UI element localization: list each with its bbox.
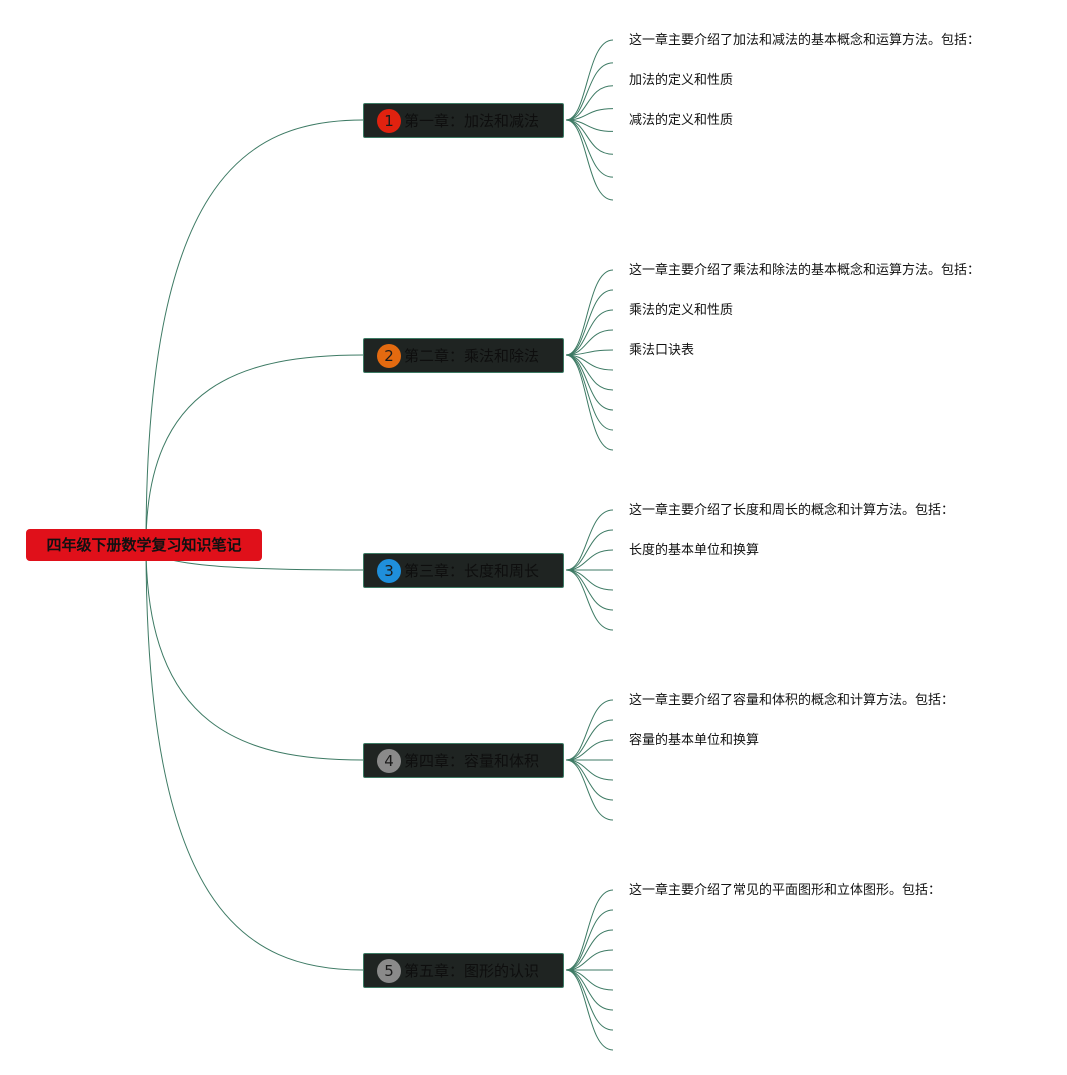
chapter-1-branch-1-link: [565, 39, 614, 121]
chapter-3-branch-1-link: [565, 509, 614, 571]
chapter-5-node[interactable]: 5 第五章：图形的认识: [363, 953, 564, 988]
chapter-3-title: 第三章：长度和周长: [404, 562, 540, 580]
root-to-chapter-5-link: [145, 544, 364, 971]
chapter-1-branch-6-link: [565, 119, 614, 155]
chapter-3-node[interactable]: 3 第三章：长度和周长: [363, 553, 564, 588]
chapter-4-node[interactable]: 4 第四章：容量和体积: [363, 743, 564, 778]
chapter-5-title: 第五章：图形的认识: [404, 962, 540, 980]
chapter-3-branch-3-link: [565, 549, 614, 571]
chapter-2-branch-1-link: [565, 269, 614, 356]
chapter-1-note-1[interactable]: 这一章主要介绍了加法和减法的基本概念和运算方法。包括：: [629, 33, 981, 48]
chapter-2-branch-9-link: [565, 354, 614, 431]
chapter-4-note-1[interactable]: 这一章主要介绍了容量和体积的概念和计算方法。包括：: [629, 693, 955, 708]
chapter-1-branch-2-link: [565, 62, 614, 121]
chapter-5-branch-7-link: [565, 969, 614, 1011]
chapter-2-note-3[interactable]: 乘法口诀表: [629, 343, 695, 358]
chapter-2-number-badge: 2: [377, 343, 401, 368]
chapter-4-number-badge: 4: [377, 748, 401, 773]
chapter-5-branch-8-link: [565, 969, 614, 1031]
chapter-3-number-badge: 3: [377, 558, 401, 583]
chapter-3-branch-6-link: [565, 569, 614, 611]
chapter-5-branch-1-link: [565, 889, 614, 971]
chapter-3-note-1[interactable]: 这一章主要介绍了长度和周长的概念和计算方法。包括：: [629, 503, 955, 518]
chapter-2-branch-10-link: [565, 354, 614, 451]
chapter-3-note-2[interactable]: 长度的基本单位和换算: [629, 543, 760, 558]
chapter-1-node[interactable]: 1 第一章：加法和减法: [363, 103, 564, 138]
chapter-4-note-2[interactable]: 容量的基本单位和换算: [629, 733, 760, 748]
root-to-chapter-1-link: [145, 119, 364, 546]
chapter-2-note-1[interactable]: 这一章主要介绍了乘法和除法的基本概念和运算方法。包括：: [629, 263, 981, 278]
root-to-chapter-2-link: [145, 354, 364, 546]
root-topic[interactable]: 四年级下册数学复习知识笔记: [26, 529, 262, 561]
chapter-2-note-2[interactable]: 乘法的定义和性质: [629, 303, 734, 318]
chapter-3-branch-7-link: [565, 569, 614, 631]
chapter-5-branch-3-link: [565, 929, 614, 971]
chapter-1-title: 第一章：加法和减法: [404, 112, 540, 130]
chapter-5-branch-2-link: [565, 909, 614, 971]
chapter-1-branch-7-link: [565, 119, 614, 178]
chapter-5-number-badge: 5: [377, 958, 401, 983]
chapter-4-branch-3-link: [565, 739, 614, 761]
chapter-5-branch-4-link: [565, 949, 614, 971]
chapter-1-number-badge: 1: [377, 108, 401, 133]
chapter-2-branch-3-link: [565, 309, 614, 356]
chapter-4-branch-6-link: [565, 759, 614, 801]
chapter-4-branch-1-link: [565, 699, 614, 761]
chapter-1-branch-8-link: [565, 119, 614, 201]
chapter-3-branch-2-link: [565, 529, 614, 571]
chapter-1-note-2[interactable]: 加法的定义和性质: [629, 73, 734, 88]
chapter-5-branch-9-link: [565, 969, 614, 1051]
root-to-chapter-4-link: [145, 544, 364, 761]
chapter-1-note-3[interactable]: 减法的定义和性质: [629, 113, 734, 128]
chapter-2-branch-2-link: [565, 289, 614, 356]
chapter-2-node[interactable]: 2 第二章：乘法和除法: [363, 338, 564, 373]
chapter-1-branch-4-link: [565, 108, 614, 121]
chapter-1-branch-3-link: [565, 85, 614, 121]
chapter-4-branch-2-link: [565, 719, 614, 761]
chapter-4-title: 第四章：容量和体积: [404, 752, 540, 770]
chapter-4-branch-7-link: [565, 759, 614, 821]
chapter-2-branch-4-link: [565, 329, 614, 356]
chapter-2-title: 第二章：乘法和除法: [404, 347, 540, 365]
chapter-5-note-1[interactable]: 这一章主要介绍了常见的平面图形和立体图形。包括：: [629, 883, 942, 898]
chapter-2-branch-7-link: [565, 354, 614, 391]
